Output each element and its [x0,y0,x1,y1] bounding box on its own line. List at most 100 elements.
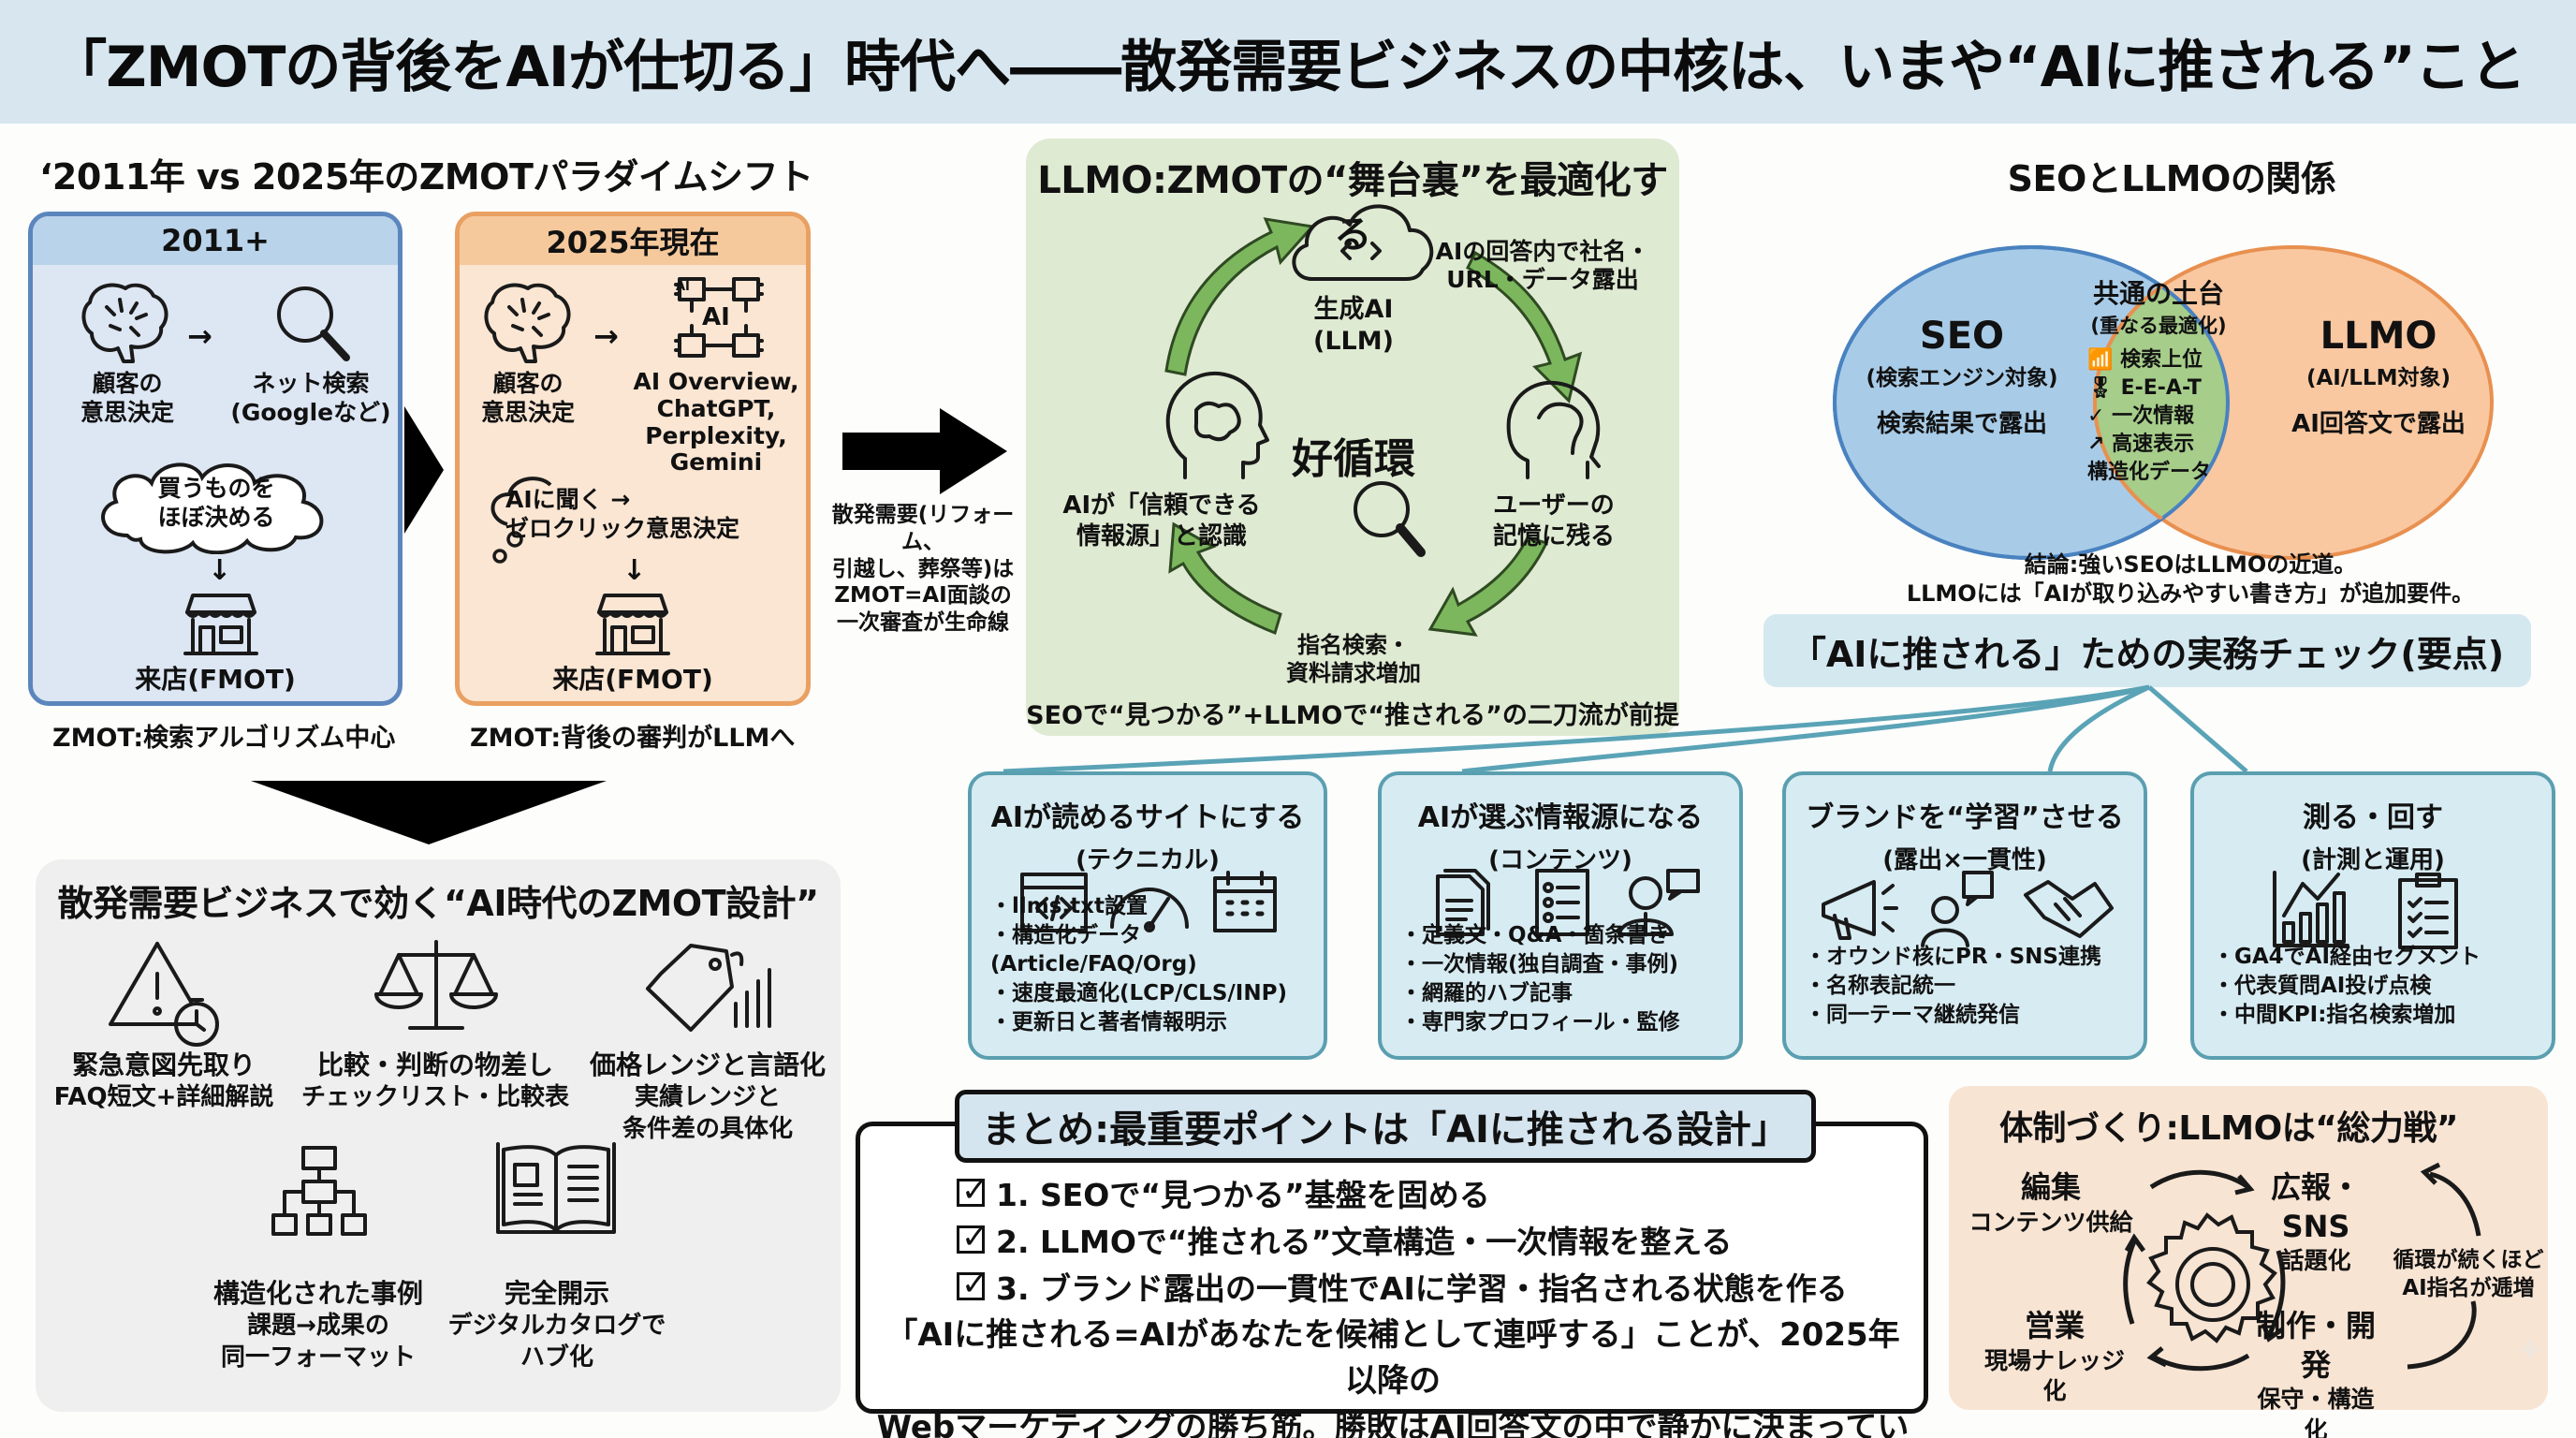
venn-llmo-label: LLMO (AI/LLM対象) AI回答文で露出 [2291,315,2466,438]
big-arrow-right-icon [842,408,1007,494]
card-item: オウンド核にPR・SNS連携 [1805,943,2101,972]
arrow-right-icon: → [187,318,212,354]
team-role-editorial: 編集コンテンツ供給 [1969,1169,2133,1236]
check-card-brand: ブランドを“学習”させる (露出×一貫性) オウンド核にPR・SNS連携 名称表… [1782,771,2147,1060]
design-item: 構造化された事例課題→成果の同一フォーマット [212,1278,423,1372]
card-item: 代表質問AI投げ点検 [2213,972,2481,1001]
thought-cloud-icon [101,462,324,554]
brain-icon [81,283,168,363]
venn-overlap-label: 共通の土台 (重なる最適化) [2090,278,2227,337]
gear-icon [2146,1212,2277,1343]
venn-title: SEOとLLMOの関係 [2007,158,2336,199]
checkbox-checked-icon [957,1219,988,1256]
cycle-diagram [1164,204,1601,637]
llmo-cycle-panel [1026,139,1679,736]
team-role-dev: 制作・開発保守・構造化 [2255,1308,2376,1438]
summary-item: 2. LLMOで“推される”文章構造・一次情報を整える [957,1217,1732,1262]
outer-arrow [2407,1171,2481,1370]
venn-overlap-item: ✓ 一次情報 [2087,404,2195,428]
era-2011-header: 2011+ [33,216,398,265]
handshake-icon [2024,880,2114,938]
cloud-code-icon [1292,204,1434,281]
megaphone-icon [1822,880,1898,940]
card-item: 更新日と著者情報明示 [990,1008,1324,1037]
card-subtitle: (計測と運用) [2301,846,2445,874]
card-item: 一次情報(独自調査・事例) [1400,950,1680,979]
scales-icon [374,940,498,1030]
card-subtitle: (露出×一貫性) [1882,846,2047,874]
connector-lines [1003,684,2248,774]
connector-line [1003,684,2150,774]
venn-overlap-item: 構造化データ [2087,460,2212,484]
cycle-arrow [2123,1240,2137,1325]
design-item: 価格レンジと言語化実績レンジと条件差の具体化 [589,1049,826,1144]
card-item: 速度最適化(LCP/CLS/INP) [990,979,1324,1008]
paradigm-title: ‘2011年 vs 2025年のZMOTパラダイムシフト [39,156,813,198]
llmo-cycle-footer: SEOで“見つかる”+LLMOで“推される”の二刀流が前提 [1026,701,1679,730]
arrow-down-icon [251,781,607,844]
cycle-center-label: 好循環 [1292,435,1415,483]
ai-tools-list: AI Overview,ChatGPT,Perplexity,Gemini [633,368,799,477]
venn-overlap-item: ↗ 高速表示 [2087,432,2195,456]
era-2011-store-label: 来店(FMOT) [135,664,296,695]
card-title: AIが選ぶ情報源になる [1417,801,1704,834]
venn-overlap [2095,247,2228,558]
design-item: 完全開示デジタルカタログでハブ化 [447,1278,666,1372]
open-book-icon [496,1142,616,1234]
ai-network-label: AI [702,303,730,331]
card-item: 網羅的ハブ記事 [1400,979,1680,1008]
check-card-measure: 測る・回す (計測と運用) GA4でAI経由セグメント 代表質問AI投げ点検 中… [2190,771,2555,1060]
node-memory: ユーザーの記憶に残る [1492,492,1615,550]
card-item: llms.txt設置 [990,892,1324,921]
head-user-icon [1506,380,1601,479]
node-trust: AIが「信頼できる情報源」と認識 [1062,492,1261,550]
node-search: 指名検索・資料請求増加 [1286,632,1421,686]
award-icon: 🎖 [2087,375,2114,400]
venn-overlap-list: 📶 検索上位 🎖 E-E-A-T ✓ 一次情報 ↗ 高速表示 構造化データ [2087,346,2211,487]
price-tag-icon [646,944,771,1032]
cycle-arrows [1164,217,1583,637]
store-icon [595,594,670,655]
card-item: GA4でAI経由セグメント [2213,943,2481,972]
era-2025-panel: 2025年現在 [455,212,811,706]
warning-timer-icon [109,942,219,1047]
card-item: 定義文・Q&A・箇条書き [1400,921,1680,950]
node-gen-ai: 生成AI(LLM) [1313,295,1394,356]
team-role-sales: 営業現場ナレッジ化 [1984,1308,2126,1405]
bar-chart-icon: 📶 [2087,348,2114,372]
arrow-right-icon: → [593,318,619,354]
card-item: 名称表記統一 [1805,972,2101,1001]
era-2011-cloud-text: 買うものをほぼ決める [157,475,275,532]
venn-conclusion: 結論:強いSEOはLLMOの近道。LLMOには「AIが取り込みやすい書き方」が追… [1906,551,2475,608]
venn-diagram [1833,245,2494,560]
arrow-down-icon: ↓ [622,554,647,587]
summary-item: 3. ブランド露出の一貫性でAIに学習・指名される状態を作る [957,1264,1848,1309]
brain-icon [484,283,571,363]
card-subtitle: (テクニカル) [1076,846,1220,874]
cycle-arrow-2 [1466,250,1583,404]
header-banner: 「ZMOTの背後をAIが仕切る」時代へ――散発需要ビジネスの中核は、いまや“AI… [0,0,2576,124]
summary-title: まとめ:最重要ポイントは「AIに推される設計」 [955,1090,1816,1163]
zmot-design-title: 散発需要ビジネスで効く“AI時代のZMOT設計” [57,883,819,924]
ai-chip-network-icon [674,277,764,358]
person-speech-icon [1921,871,1994,947]
era-2025-decision-label: 顧客の意思決定 [480,370,575,427]
card-item: 構造化データ(Article/FAQ/Org) [990,921,1324,979]
check-circle-icon: ✓ [2087,404,2105,428]
era-2025-header: 2025年現在 [460,216,806,265]
card-item: 専門家プロフィール・監修 [1400,1008,1680,1037]
card-item-list: GA4でAI経由セグメント 代表質問AI投げ点検 中間KPI:指名検索増加 [2213,943,2481,1030]
era-2025-thought-text: AIに聞く →ゼロクリック意思決定 [505,486,740,543]
card-item-list: llms.txt設置 構造化データ(Article/FAQ/Org) 速度最適化… [990,892,1324,1037]
cycle-arrow [2266,1250,2286,1337]
card-title: ブランドを“学習”させる [1806,801,2124,834]
rocket-icon: ↗ [2087,432,2105,456]
card-item-list: 定義文・Q&A・箇条書き 一次情報(独自調査・事例) 網羅的ハブ記事 専門家プロ… [1400,921,1680,1037]
checkbox-checked-icon [957,1172,988,1210]
search-icon [277,286,350,361]
node-exposure: AIの回答内で社名・URL・データ露出 [1435,238,1650,293]
card-title: AIが読めるサイトにする [990,801,1305,834]
